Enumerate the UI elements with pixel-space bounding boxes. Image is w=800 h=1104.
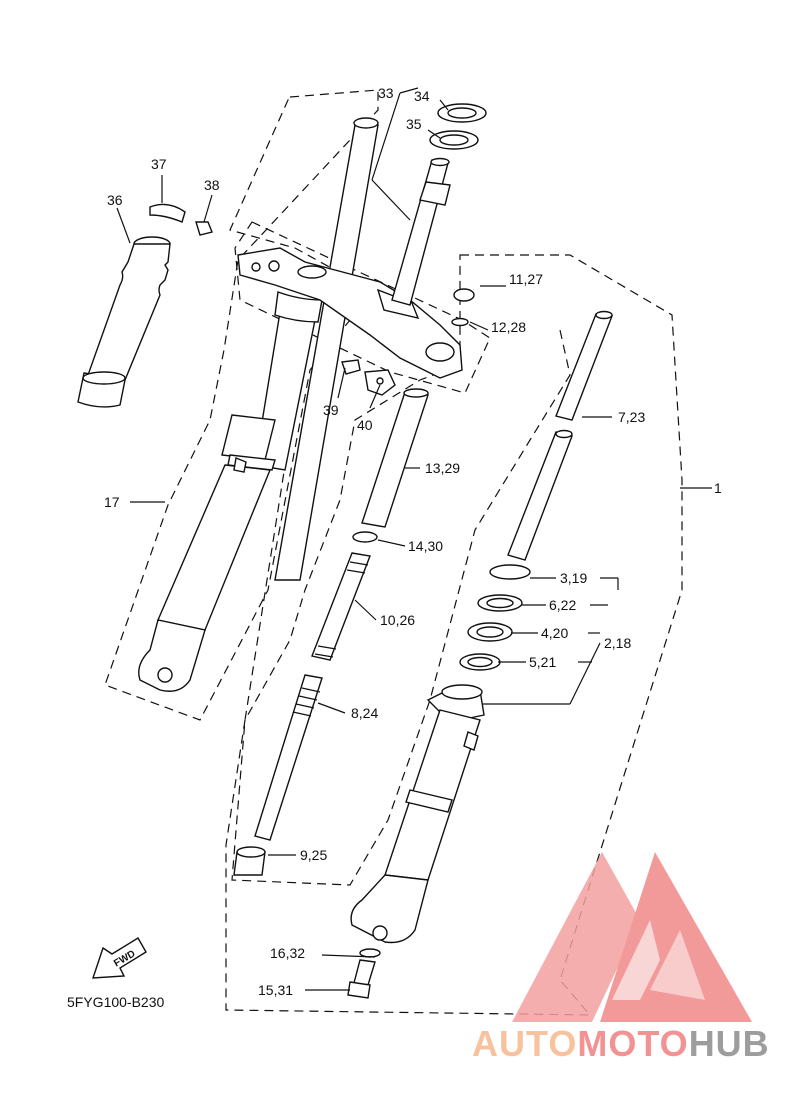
group-outline-1 <box>225 254 683 1016</box>
logo-triangle-left <box>512 852 640 1022</box>
label-34: 34 <box>414 88 430 104</box>
label-15-31: 15,31 <box>258 982 293 998</box>
label-33: 33 <box>378 85 394 101</box>
group-outline-inner <box>231 329 571 886</box>
label-39: 39 <box>323 402 339 418</box>
cap-bolt-11 <box>453 288 475 302</box>
group-outline-17 <box>104 89 382 721</box>
label-13-29: 13,29 <box>425 460 460 476</box>
label-16-32: 16,32 <box>270 945 305 961</box>
label-10-26: 10,26 <box>380 612 415 628</box>
fork-spring-7-lower <box>507 431 573 561</box>
logo-text-auto: AUTO <box>472 1023 577 1064</box>
logo-text-hub: HUB <box>689 1023 770 1064</box>
label-40: 40 <box>357 417 373 433</box>
svg-text:AUTOMOTOHUB: AUTOMOTOHUB <box>472 1023 770 1064</box>
label-7-23: 7,23 <box>618 409 645 425</box>
fork-spring-7 <box>555 313 613 421</box>
steering-crown-33 <box>237 157 463 379</box>
label-38: 38 <box>204 177 220 193</box>
label-17: 17 <box>104 494 120 510</box>
damper-coils-8 <box>292 687 321 717</box>
circlip-3 <box>489 564 531 580</box>
label-11-27: 11,27 <box>509 271 543 287</box>
spring-10 <box>311 552 371 661</box>
inner-tube-13 <box>361 391 429 528</box>
bolt-38 <box>195 221 213 236</box>
o-ring-12 <box>451 317 469 327</box>
fork-leg-17 <box>138 117 379 692</box>
drain-bolt-15 <box>353 959 376 986</box>
label-35: 35 <box>406 116 422 132</box>
label-8-24: 8,24 <box>351 705 378 721</box>
label-5-21: 5,21 <box>529 654 556 670</box>
diagram-code: 5FYG100-B230 <box>67 994 164 1010</box>
group-outline-crown <box>234 221 491 394</box>
clamp-37 <box>149 203 186 223</box>
gasket-16 <box>359 948 381 958</box>
label-3-19: 3,19 <box>560 570 587 586</box>
label-36: 36 <box>107 192 123 208</box>
fork-boot-36 <box>77 236 171 408</box>
spring-coils-10 <box>314 561 369 658</box>
outer-tube-2 <box>350 684 485 944</box>
label-6-22: 6,22 <box>549 597 576 613</box>
automotohub-logo: AUTOMOTOHUB <box>472 852 770 1064</box>
logo-text-moto: MOTO <box>577 1023 688 1064</box>
fwd-arrow-icon: FWD <box>92 937 147 979</box>
leader-lines <box>116 87 712 991</box>
label-1: 1 <box>714 480 722 496</box>
label-37: 37 <box>151 156 167 172</box>
label-12-28: 12,28 <box>491 319 526 335</box>
label-14-30: 14,30 <box>408 538 443 554</box>
label-9-25: 9,25 <box>300 847 327 863</box>
label-2-18: 2,18 <box>604 635 631 651</box>
damper-rod-8 <box>254 674 323 841</box>
washer-14 <box>352 531 378 543</box>
label-4-20: 4,20 <box>541 625 568 641</box>
